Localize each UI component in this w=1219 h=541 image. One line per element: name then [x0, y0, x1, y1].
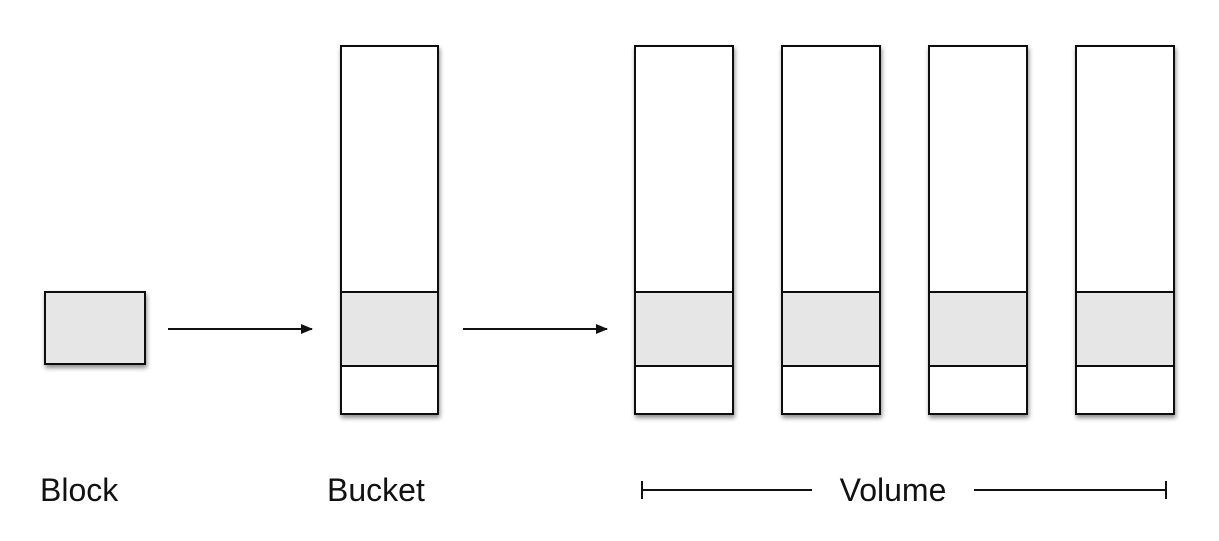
bucket-label: Bucket [327, 472, 425, 508]
bucket-column [340, 45, 439, 415]
block-label: Block [40, 472, 119, 508]
volume-block-slot [634, 291, 734, 367]
volume-span-bracket [641, 481, 1167, 499]
volume-bucket-3 [928, 45, 1028, 415]
volume-block-slot [1075, 291, 1175, 367]
volume-bucket-1 [634, 45, 734, 415]
volume-bucket-4 [1075, 45, 1175, 415]
volume-bucket-2 [781, 45, 881, 415]
block-box [44, 291, 146, 365]
volume-label: Volume [840, 472, 947, 508]
bucket-block-slot [340, 291, 439, 367]
volume-block-slot [781, 291, 881, 367]
volume-block-slot [928, 291, 1028, 367]
